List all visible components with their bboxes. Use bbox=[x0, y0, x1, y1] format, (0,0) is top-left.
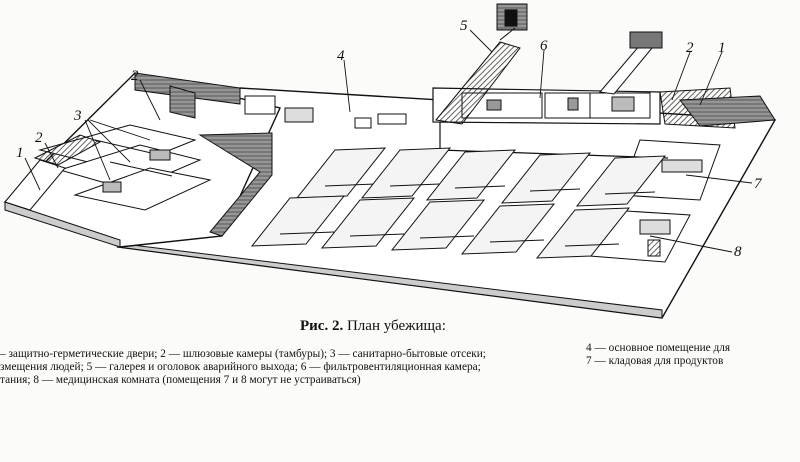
callout-2-left: 2 bbox=[35, 130, 43, 146]
callout-4: 4 bbox=[337, 48, 345, 64]
bench-rail bbox=[324, 183, 376, 187]
caption-right-2: 7 — кладовая для продуктов bbox=[586, 355, 724, 367]
bench bbox=[360, 147, 452, 199]
bench bbox=[535, 207, 631, 259]
callout-5: 5 bbox=[460, 18, 468, 34]
bench bbox=[575, 155, 667, 207]
left-rooms-wall bbox=[198, 132, 273, 237]
bench-rail bbox=[564, 243, 620, 247]
bench-rail bbox=[489, 239, 545, 243]
bench-rail bbox=[419, 235, 475, 239]
lock-chambers-left bbox=[4, 134, 102, 211]
callout-2-right: 2 bbox=[686, 40, 694, 56]
bench-rail bbox=[529, 188, 581, 192]
ventilation-shaft bbox=[599, 31, 663, 95]
bench-rail bbox=[279, 231, 335, 235]
bench bbox=[460, 203, 556, 255]
caption-line-3: тания; 8 — медицинская комната (помещени… bbox=[0, 374, 361, 386]
bench bbox=[425, 149, 517, 201]
bench-rows bbox=[250, 147, 667, 259]
emergency-exit-gallery bbox=[435, 3, 528, 125]
shelter-plan-drawing bbox=[3, 3, 777, 319]
left-side-wall bbox=[169, 85, 196, 119]
bench-rail bbox=[389, 183, 441, 187]
bench-rail bbox=[349, 233, 405, 237]
caption-line-1: – защитно-герметические двери; 2 — шлюзо… bbox=[0, 348, 486, 360]
callout-layer: 1 2 3 2 1 4 5 6 2 7 8 bbox=[16, 18, 763, 260]
left-wing-front-wall bbox=[4, 201, 121, 248]
left-back-wall bbox=[134, 72, 241, 105]
callout-1-left: 1 bbox=[16, 145, 24, 161]
caption-right-1: 4 — основное помещение для bbox=[586, 342, 731, 354]
bench bbox=[295, 147, 387, 199]
callout-6: 6 bbox=[540, 38, 548, 54]
callout-7: 7 bbox=[754, 176, 763, 192]
caption-line-2: змещения людей; 5 — галерея и оголовок а… bbox=[0, 361, 481, 373]
bench-rail bbox=[604, 191, 656, 195]
callout-3: 3 bbox=[73, 108, 82, 124]
callout-8: 8 bbox=[734, 244, 742, 260]
bench-rail bbox=[454, 185, 506, 189]
bench bbox=[320, 197, 416, 249]
hall-equipment bbox=[244, 95, 407, 129]
right-wing-wall bbox=[679, 95, 776, 127]
bench bbox=[390, 199, 486, 251]
bench bbox=[500, 152, 592, 204]
bench bbox=[250, 195, 346, 247]
callout-2-top: 2 bbox=[131, 68, 139, 84]
callout-1-right: 1 bbox=[718, 40, 726, 56]
sanitary-compartments bbox=[38, 124, 212, 211]
figure-title: Рис. 2. План убежища: bbox=[300, 318, 446, 334]
